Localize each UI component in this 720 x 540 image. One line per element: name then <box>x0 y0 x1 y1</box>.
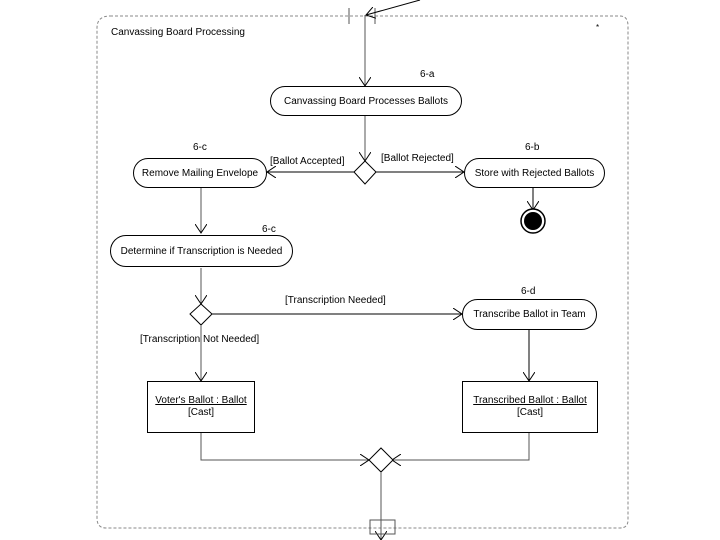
decision-1 <box>353 160 377 185</box>
guard-rejected: [Ballot Rejected] <box>381 153 454 164</box>
object-voter-ballot[interactable]: Voter's Ballot : Ballot [Cast] <box>147 381 255 433</box>
merge-node <box>368 447 394 473</box>
node-id-6d: 6-d <box>521 286 536 297</box>
node-id-6a: 6-a <box>420 69 435 80</box>
action-label: Store with Rejected Ballots <box>474 167 595 179</box>
partition-title: Canvassing Board Processing <box>111 27 245 38</box>
action-remove-envelope[interactable]: Remove Mailing Envelope <box>133 158 267 188</box>
action-transcribe-ballot[interactable]: Transcribe Ballot in Team <box>462 299 597 330</box>
flow-voter-to-merge <box>200 433 369 460</box>
object-transcribed-ballot[interactable]: Transcribed Ballot : Ballot [Cast] <box>462 381 598 433</box>
flow-transcribed-to-merge <box>392 433 530 460</box>
output-pin <box>369 519 396 535</box>
decision-2 <box>189 303 213 326</box>
action-label: Remove Mailing Envelope <box>141 167 259 179</box>
object-state: [Cast] <box>187 407 215 418</box>
action-store-rejected[interactable]: Store with Rejected Ballots <box>464 158 605 188</box>
partition-marker: * <box>596 23 600 32</box>
guard-not-needed: [Transcription Not Needed] <box>140 334 260 345</box>
node-id-6c-2: 6-c <box>262 224 276 235</box>
guard-accepted: [Ballot Accepted] <box>270 156 345 167</box>
action-label: Determine if Transcription is Needed <box>120 245 283 257</box>
partition-boundary <box>96 15 629 529</box>
action-determine-transcription[interactable]: Determine if Transcription is Needed <box>110 235 293 267</box>
action-process-ballots[interactable]: Canvassing Board Processes Ballots <box>270 86 462 116</box>
incoming-flow <box>366 0 421 15</box>
guard-needed: [Transcription Needed] <box>285 295 386 306</box>
action-label: Transcribe Ballot in Team <box>473 309 586 320</box>
object-state: [Cast] <box>516 407 544 418</box>
object-name: Transcribed Ballot : Ballot <box>473 395 587 406</box>
node-id-6b: 6-b <box>525 142 540 153</box>
object-name: Voter's Ballot : Ballot <box>155 395 247 406</box>
final-node-inner <box>524 212 542 230</box>
node-id-6c: 6-c <box>193 142 207 153</box>
action-label: Canvassing Board Processes Ballots <box>284 95 448 107</box>
